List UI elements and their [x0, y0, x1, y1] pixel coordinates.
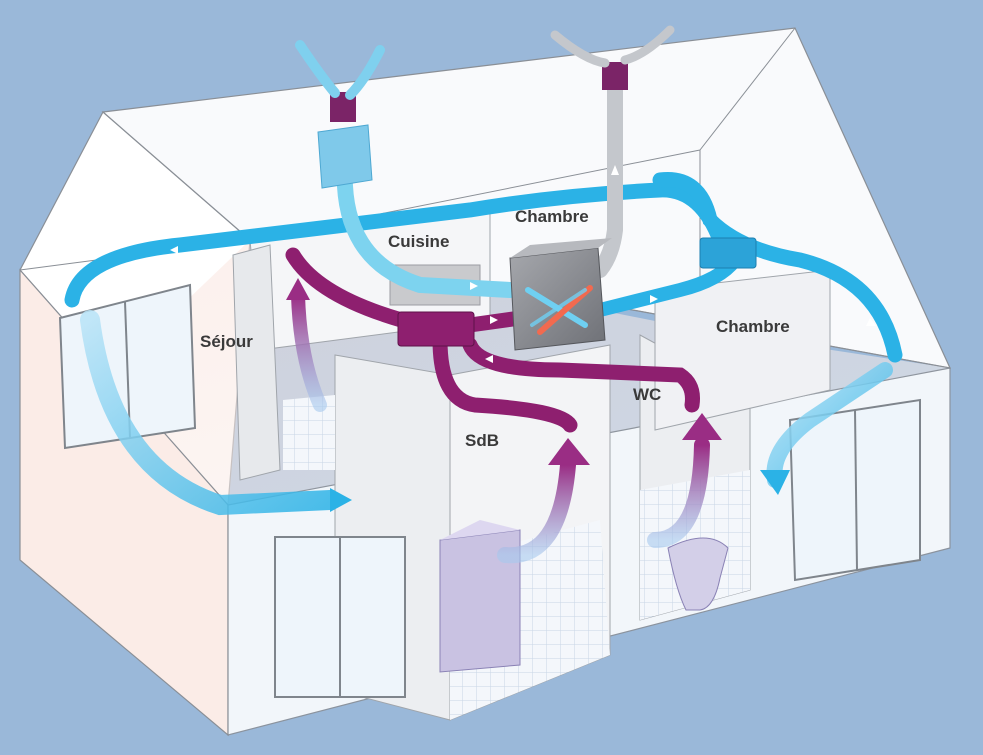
- stale-air-wc-rise: [647, 437, 710, 548]
- stale-air-sejour-rise: [291, 288, 327, 412]
- stale-air-sdb-duct: [432, 332, 578, 433]
- fresh-air-flow-arrows: [170, 246, 876, 326]
- fresh-air-intake-symbol: [295, 40, 385, 100]
- label-chambre-right: Chambre: [716, 317, 790, 336]
- kitchen-tile-floor: [283, 395, 335, 470]
- fresh-air-right-arrowhead: [760, 470, 790, 495]
- fresh-air-to-exchanger-duct: [336, 157, 518, 298]
- fresh-air-left-drop: [80, 310, 340, 516]
- exhaust-ducts: [550, 25, 675, 278]
- stale-air-ducts: [285, 247, 722, 564]
- heat-exchanger-warm-arrow: [537, 285, 593, 335]
- windows: [58, 283, 921, 698]
- exhaust-outlet-symbol: [550, 25, 675, 68]
- label-chambre-top: Chambre: [515, 207, 589, 226]
- label-cuisine: Cuisine: [388, 232, 449, 251]
- label-sdb: SdB: [465, 431, 499, 450]
- partition-sejour: [232, 244, 281, 481]
- bathtub-icon: [439, 520, 521, 673]
- stale-air-wc-arrowhead: [682, 413, 722, 440]
- label-wc: WC: [633, 385, 661, 404]
- heat-exchanger-body: [509, 247, 606, 351]
- fresh-air-main-loop-duct: [64, 182, 728, 308]
- fresh-air-ducts: [64, 40, 903, 516]
- fresh-air-distributor-box: [699, 237, 757, 269]
- toilet-icon: [667, 537, 729, 611]
- exhaust-up-arrow: [611, 165, 619, 175]
- fresh-air-intake-box: [317, 124, 373, 189]
- gable-edge: [699, 27, 796, 151]
- window-right: [788, 398, 921, 582]
- stale-air-wc-duct: [462, 337, 700, 413]
- stale-air-collector-box: [397, 311, 475, 347]
- stale-air-sdb-arrowhead: [548, 438, 590, 465]
- fresh-air-left-arrowhead: [330, 488, 352, 512]
- fresh-air-right-loop-duct: [652, 172, 903, 363]
- window-front-bottom: [274, 536, 406, 698]
- fresh-air-right-drop: [766, 362, 893, 488]
- stale-air-sejour-arrowhead: [286, 278, 310, 300]
- exhaust-outlet-duct: [592, 82, 623, 278]
- stale-air-sdb-rise: [497, 457, 576, 564]
- label-sejour: Séjour: [200, 332, 253, 351]
- room-labels: Cuisine Chambre Chambre Séjour SdB WC: [200, 207, 790, 450]
- heat-exchanger-unit: [509, 238, 612, 351]
- stale-air-flow-arrows: [485, 316, 498, 363]
